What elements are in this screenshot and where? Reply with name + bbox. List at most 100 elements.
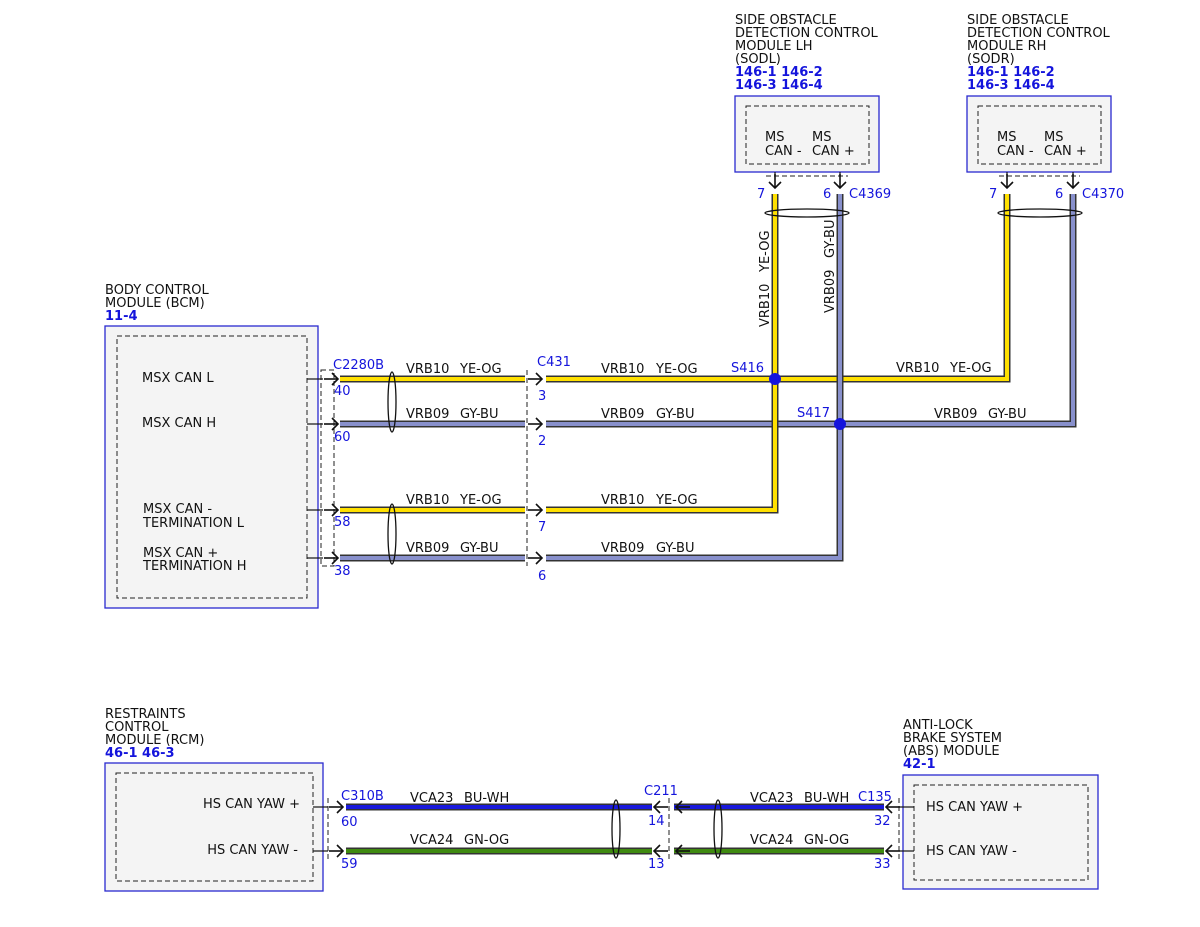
- wire-label-circuit: VCA23: [410, 791, 453, 806]
- wire-label-color: GN-OG: [804, 833, 849, 848]
- arrow-icon: [527, 372, 543, 386]
- abs-name-line-3: (ABS) MODULE: [903, 744, 1000, 759]
- c431-pin-7: 7: [538, 520, 546, 535]
- sodr-name-line-2: DETECTION CONTROL: [967, 26, 1111, 41]
- sodl-name-line-2: DETECTION CONTROL: [735, 26, 879, 41]
- c211-pin-13: 13: [648, 857, 665, 872]
- c4370-label[interactable]: C4370: [1082, 187, 1124, 202]
- splice-s416-dot: [769, 373, 781, 385]
- c2280b-pin-60: 60: [334, 430, 351, 445]
- c211-pin-14: 14: [648, 814, 665, 829]
- wire-label-color: YE-OG: [459, 493, 502, 508]
- sodl-name-line-1: SIDE OBSTACLE: [735, 13, 837, 28]
- c2280b-pin-40: 40: [334, 384, 351, 399]
- sodr-pin-b-line-2: CAN +: [1044, 144, 1087, 159]
- wire-labels: VRB10 YE-OG VRB10 YE-OG VRB10 YE-OG VRB0…: [406, 220, 1027, 849]
- rcm-pin-hs-can-yaw-plus: HS CAN YAW +: [203, 797, 300, 812]
- twist-markers: [387, 208, 1083, 859]
- abs-name-line-2: BRAKE SYSTEM: [903, 731, 1002, 746]
- wire-label-color: BU-WH: [804, 791, 849, 806]
- c2280b-pin-58: 58: [334, 515, 351, 530]
- c431-pin-2: 2: [538, 434, 546, 449]
- arrow-icon: [328, 844, 344, 858]
- wire-label-circuit: VRB09: [601, 541, 644, 556]
- twist-sodr: [997, 208, 1083, 218]
- c431-pin-3: 3: [538, 389, 546, 404]
- splice-s417-label[interactable]: S417: [797, 406, 830, 421]
- splice-s416-label[interactable]: S416: [731, 361, 764, 376]
- sodr-ref-line-1[interactable]: 146-1 146-2: [967, 65, 1055, 80]
- bcm-outline: [104, 325, 319, 609]
- twist-bcm-bottom: [387, 503, 397, 565]
- twist-sodl: [764, 208, 850, 218]
- c431-label[interactable]: C431: [537, 355, 571, 370]
- bcm-pin-msx-can-minus: MSX CAN -: [143, 502, 212, 517]
- bcm-inner-outline: [116, 335, 308, 599]
- c135-pin-33: 33: [874, 857, 891, 872]
- c2280b-label[interactable]: C2280B: [333, 358, 384, 373]
- sodl-name-line-4: (SODL): [735, 52, 781, 67]
- wire-label-color: YE-OG: [655, 493, 698, 508]
- sodr-ref-line-2[interactable]: 146-3 146-4: [967, 78, 1055, 93]
- wire-label-circuit: VRB09: [406, 407, 449, 422]
- rcm-name-line-3: MODULE (RCM): [105, 733, 204, 748]
- rcm-module: RESTRAINTS CONTROL MODULE (RCM) 46-1 46-…: [104, 707, 324, 892]
- abs-inner-outline: [913, 784, 1089, 881]
- pin-arrows: [307, 172, 1080, 858]
- sodr-pin-a-line-2: CAN -: [997, 144, 1034, 159]
- rcm-inner-outline: [115, 772, 314, 882]
- bcm-name-line-1: BODY CONTROL: [105, 283, 210, 298]
- sodl-module: SIDE OBSTACLE DETECTION CONTROL MODULE L…: [734, 13, 880, 173]
- c431-pin-6: 6: [538, 569, 546, 584]
- wire-label-color: GY-BU: [656, 541, 695, 556]
- arrow-icon: [527, 417, 543, 431]
- sodr-name-line-3: MODULE RH: [967, 39, 1046, 54]
- abs-name-line-1: ANTI-LOCK: [903, 718, 973, 733]
- bcm-ref-link[interactable]: 11-4: [105, 309, 138, 324]
- arrow-icon: [527, 503, 543, 517]
- sodr-name-line-4: (SODR): [967, 52, 1015, 67]
- rcm-ref-link[interactable]: 46-1 46-3: [105, 746, 175, 761]
- c2280b-outline: [320, 369, 335, 567]
- bcm-pin-msx-can-l: MSX CAN L: [142, 371, 214, 386]
- sodr-name-line-1: SIDE OBSTACLE: [967, 13, 1069, 28]
- c310b-pin-60: 60: [341, 815, 358, 830]
- bcm-pin-termination-h: TERMINATION H: [142, 559, 247, 574]
- c4369-label[interactable]: C4369: [849, 187, 891, 202]
- arrow-icon: [653, 800, 669, 814]
- abs-outline: [902, 774, 1099, 890]
- connector-outlines: [320, 175, 1080, 860]
- twist-rcm: [611, 799, 621, 859]
- arrow-icon: [653, 844, 669, 858]
- wire-label-color: YE-OG: [949, 361, 992, 376]
- bcm-pin-termination-l: TERMINATION L: [142, 516, 245, 531]
- sodr-pin-a-line-1: MS: [997, 130, 1016, 145]
- c4369-pin-7: 7: [757, 187, 765, 202]
- sodl-ref-line-1[interactable]: 146-1 146-2: [735, 65, 823, 80]
- sodl-pin-a-line-2: CAN -: [765, 144, 802, 159]
- wire-vrb10-bottom: [340, 194, 779, 514]
- sodl-pin-b-line-2: CAN +: [812, 144, 855, 159]
- c211-label[interactable]: C211: [644, 784, 678, 799]
- bcm-pin-msx-can-plus: MSX CAN +: [143, 546, 218, 561]
- wire-label-circuit: VRB10: [601, 362, 644, 377]
- wire-label-circuit: VRB10: [601, 493, 644, 508]
- sodl-outline: [734, 95, 880, 173]
- rcm-name-line-2: CONTROL: [105, 720, 169, 735]
- abs-module: ANTI-LOCK BRAKE SYSTEM (ABS) MODULE 42-1…: [902, 718, 1099, 890]
- bcm-name-line-2: MODULE (BCM): [105, 296, 205, 311]
- c310b-label[interactable]: C310B: [341, 789, 384, 804]
- c135-label[interactable]: C135: [858, 790, 892, 805]
- wire-label-color: GY-BU: [823, 220, 838, 259]
- wire-label-circuit: VCA24: [410, 833, 453, 848]
- abs-ref-link[interactable]: 42-1: [903, 757, 936, 772]
- sodr-module: SIDE OBSTACLE DETECTION CONTROL MODULE R…: [966, 13, 1112, 173]
- c2280b-pin-38: 38: [334, 564, 351, 579]
- c135-pin-32: 32: [874, 814, 891, 829]
- bcm-pin-msx-can-h: MSX CAN H: [142, 416, 216, 431]
- sodl-ref-line-2[interactable]: 146-3 146-4: [735, 78, 823, 93]
- wire-label-circuit: VRB09: [406, 541, 449, 556]
- arrow-icon: [527, 551, 543, 565]
- wire-vrb09-bottom: [340, 194, 844, 562]
